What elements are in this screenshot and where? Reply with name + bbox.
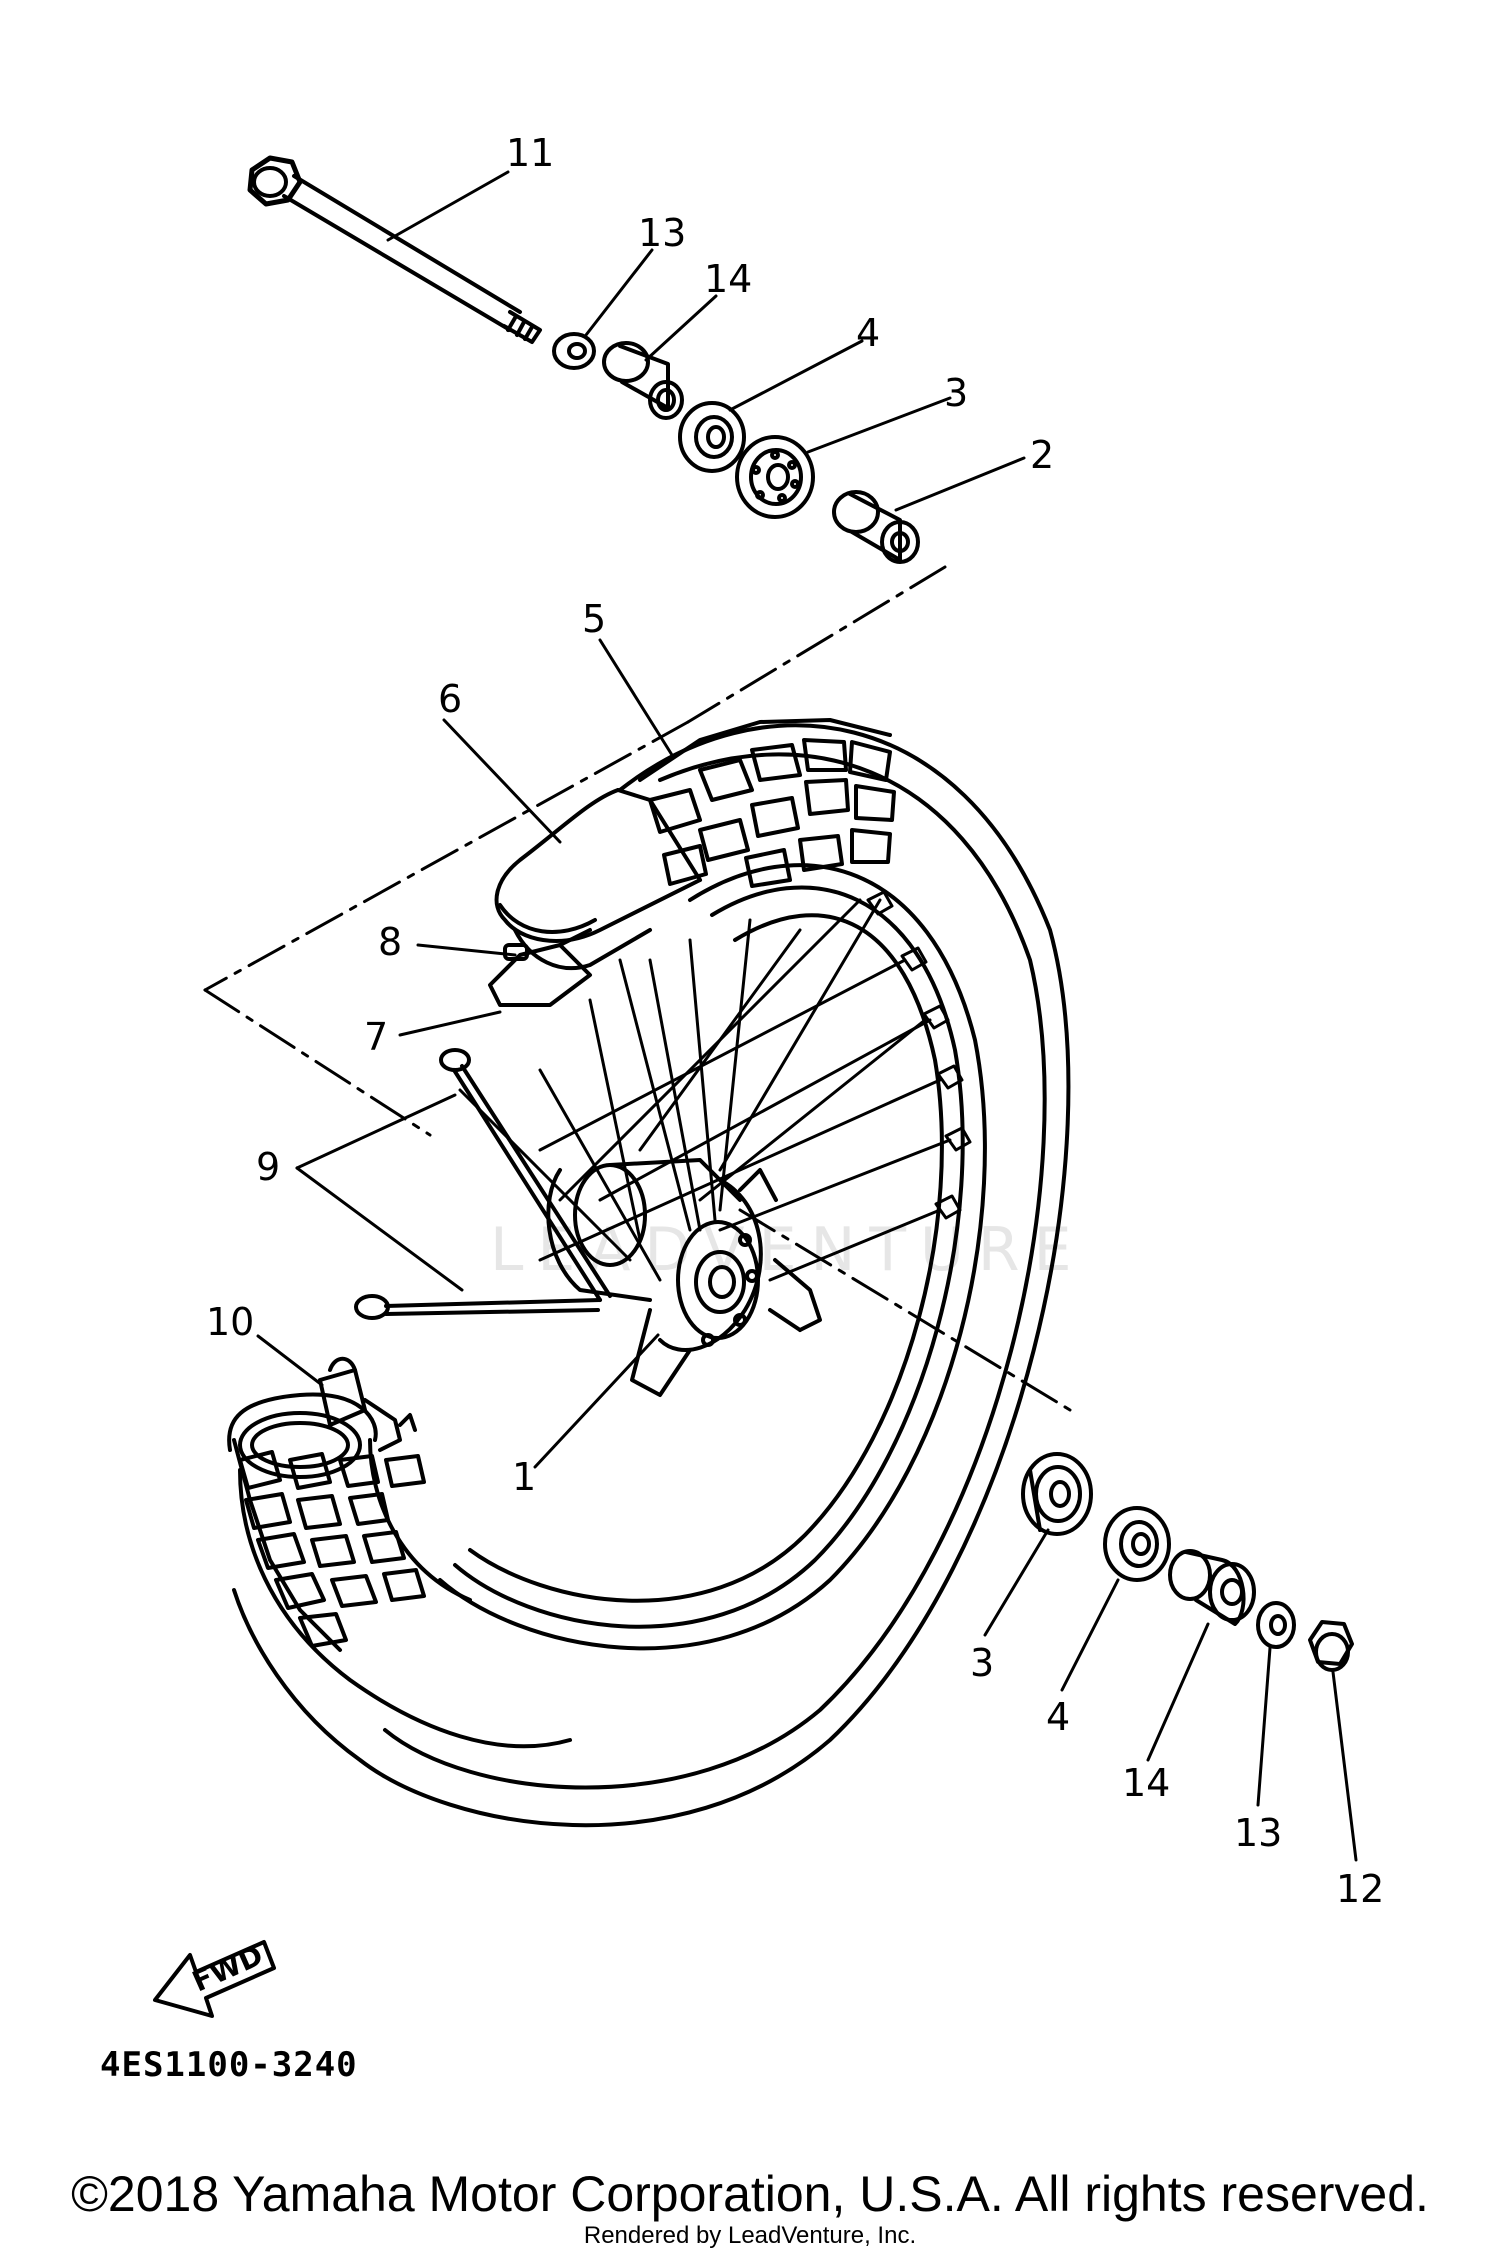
label-13-upper: 13 — [638, 211, 686, 255]
loose-spokes — [354, 1048, 612, 1320]
label-2: 2 — [1030, 433, 1054, 477]
rim-band — [488, 928, 592, 1007]
label-5: 5 — [582, 597, 606, 641]
rim-lock — [318, 1356, 417, 1452]
tube — [494, 788, 702, 971]
upper-washer — [552, 332, 596, 370]
label-3-lower: 3 — [970, 1641, 994, 1685]
label-4-upper: 4 — [856, 311, 880, 355]
tire — [232, 718, 1071, 1828]
part-code: 4ES1100-3240 — [100, 2045, 358, 2085]
hub — [546, 1158, 822, 1397]
label-1: 1 — [512, 1455, 536, 1499]
tire-cutaway — [227, 1392, 572, 1749]
label-12: 12 — [1336, 1867, 1384, 1911]
upper-collar — [602, 341, 684, 420]
label-14-upper: 14 — [704, 257, 752, 301]
label-10: 10 — [206, 1300, 254, 1344]
label-3-upper: 3 — [944, 371, 968, 415]
lower-collar — [1168, 1549, 1256, 1626]
axle-centerline — [203, 565, 1072, 1412]
part-labels: 11 13 14 4 3 2 5 6 8 7 9 10 1 3 4 14 13 … — [206, 131, 1384, 1911]
spacer — [832, 490, 920, 564]
label-9: 9 — [256, 1145, 280, 1189]
label-13-lower: 13 — [1234, 1811, 1282, 1855]
lower-oil-seal — [1103, 1506, 1171, 1582]
axle-nut — [1308, 1620, 1354, 1672]
lower-washer — [1256, 1601, 1296, 1649]
label-7: 7 — [364, 1015, 388, 1059]
upper-oil-seal — [678, 401, 746, 473]
leader-lines — [256, 170, 1358, 1862]
label-14-lower: 14 — [1122, 1761, 1170, 1805]
rendered-by-text: Rendered by LeadVenture, Inc. — [583, 2222, 917, 2249]
fwd-arrow-icon: FWD — [153, 1938, 276, 2018]
label-4-lower: 4 — [1046, 1695, 1070, 1739]
lower-bearing — [1021, 1452, 1093, 1536]
axle — [247, 155, 542, 344]
copyright-text: ©2018 Yamaha Motor Corporation, U.S.A. A… — [71, 2166, 1429, 2222]
label-6: 6 — [438, 677, 462, 721]
label-11: 11 — [506, 131, 554, 175]
label-8: 8 — [378, 920, 402, 964]
upper-bearing — [735, 435, 815, 519]
